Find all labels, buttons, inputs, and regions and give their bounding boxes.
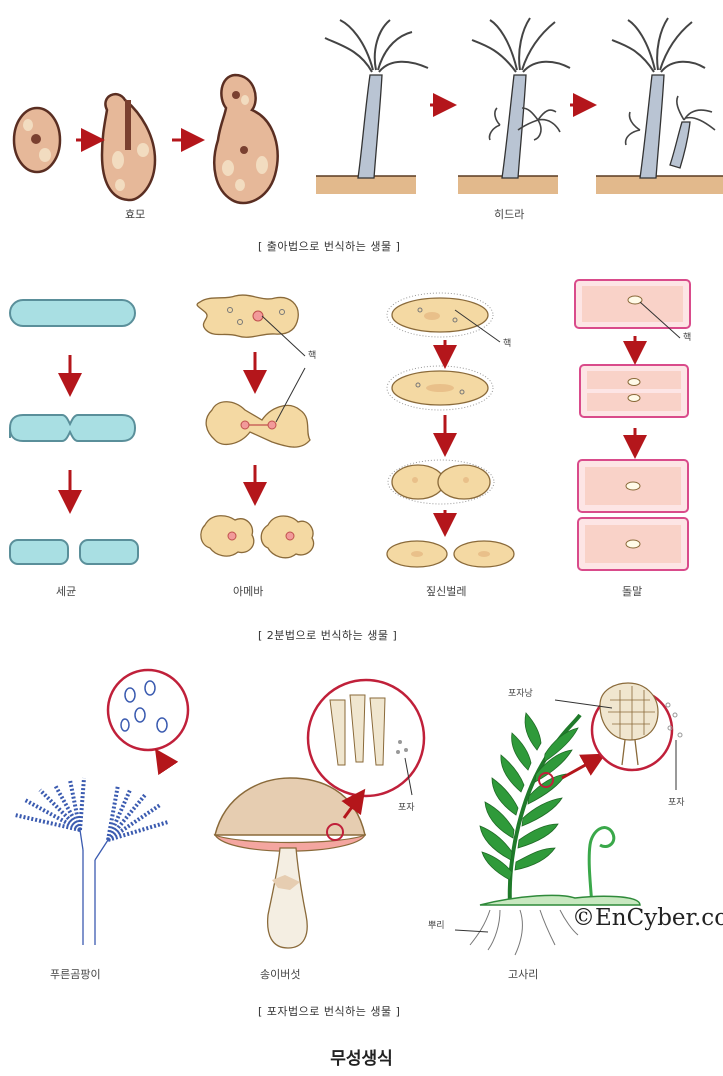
mushroom-label: 송이버섯 — [260, 966, 300, 982]
main-title: 무성생식 — [0, 1044, 723, 1069]
diatom-nucleus-label: 핵 — [683, 330, 691, 343]
amoeba-nucleus-label: 핵 — [308, 348, 316, 361]
watermark: ©EnCyber.co — [572, 905, 723, 931]
fern-spore-label: 포자 — [668, 795, 685, 808]
root-label: 뿌리 — [428, 918, 445, 931]
sporangium-label: 포자낭 — [508, 686, 533, 699]
diatom-label: 돌말 — [622, 583, 642, 599]
amoeba-label: 아메바 — [233, 583, 263, 599]
spore-section-title: [ 포자법으로 번식하는 생물 ] — [258, 1003, 400, 1019]
amoeba-illustration — [197, 295, 314, 558]
mushroom-spore-label: 포자 — [398, 800, 415, 813]
fern-label: 고사리 — [508, 966, 538, 982]
budding-section-title: [ 출아법으로 번식하는 생물 ] — [258, 238, 400, 254]
paramecium-label: 짚신벌레 — [426, 583, 466, 599]
yeast-label: 효모 — [125, 206, 145, 222]
paramecium-illustration — [387, 293, 514, 567]
yeast-illustration — [14, 75, 278, 203]
bacteria-illustration — [10, 300, 138, 564]
binary-fission-section-title: [ 2분법으로 번식하는 생물 ] — [258, 627, 397, 643]
hydra-illustration — [316, 18, 723, 194]
paramecium-nucleus-label: 핵 — [503, 336, 511, 349]
mold-illustration — [15, 670, 188, 945]
diatom-illustration — [575, 280, 690, 570]
hydra-label: 히드라 — [494, 206, 524, 222]
bacteria-label: 세균 — [56, 583, 76, 599]
mold-label: 푸른곰팡이 — [50, 966, 101, 982]
mushroom-illustration — [215, 680, 424, 948]
